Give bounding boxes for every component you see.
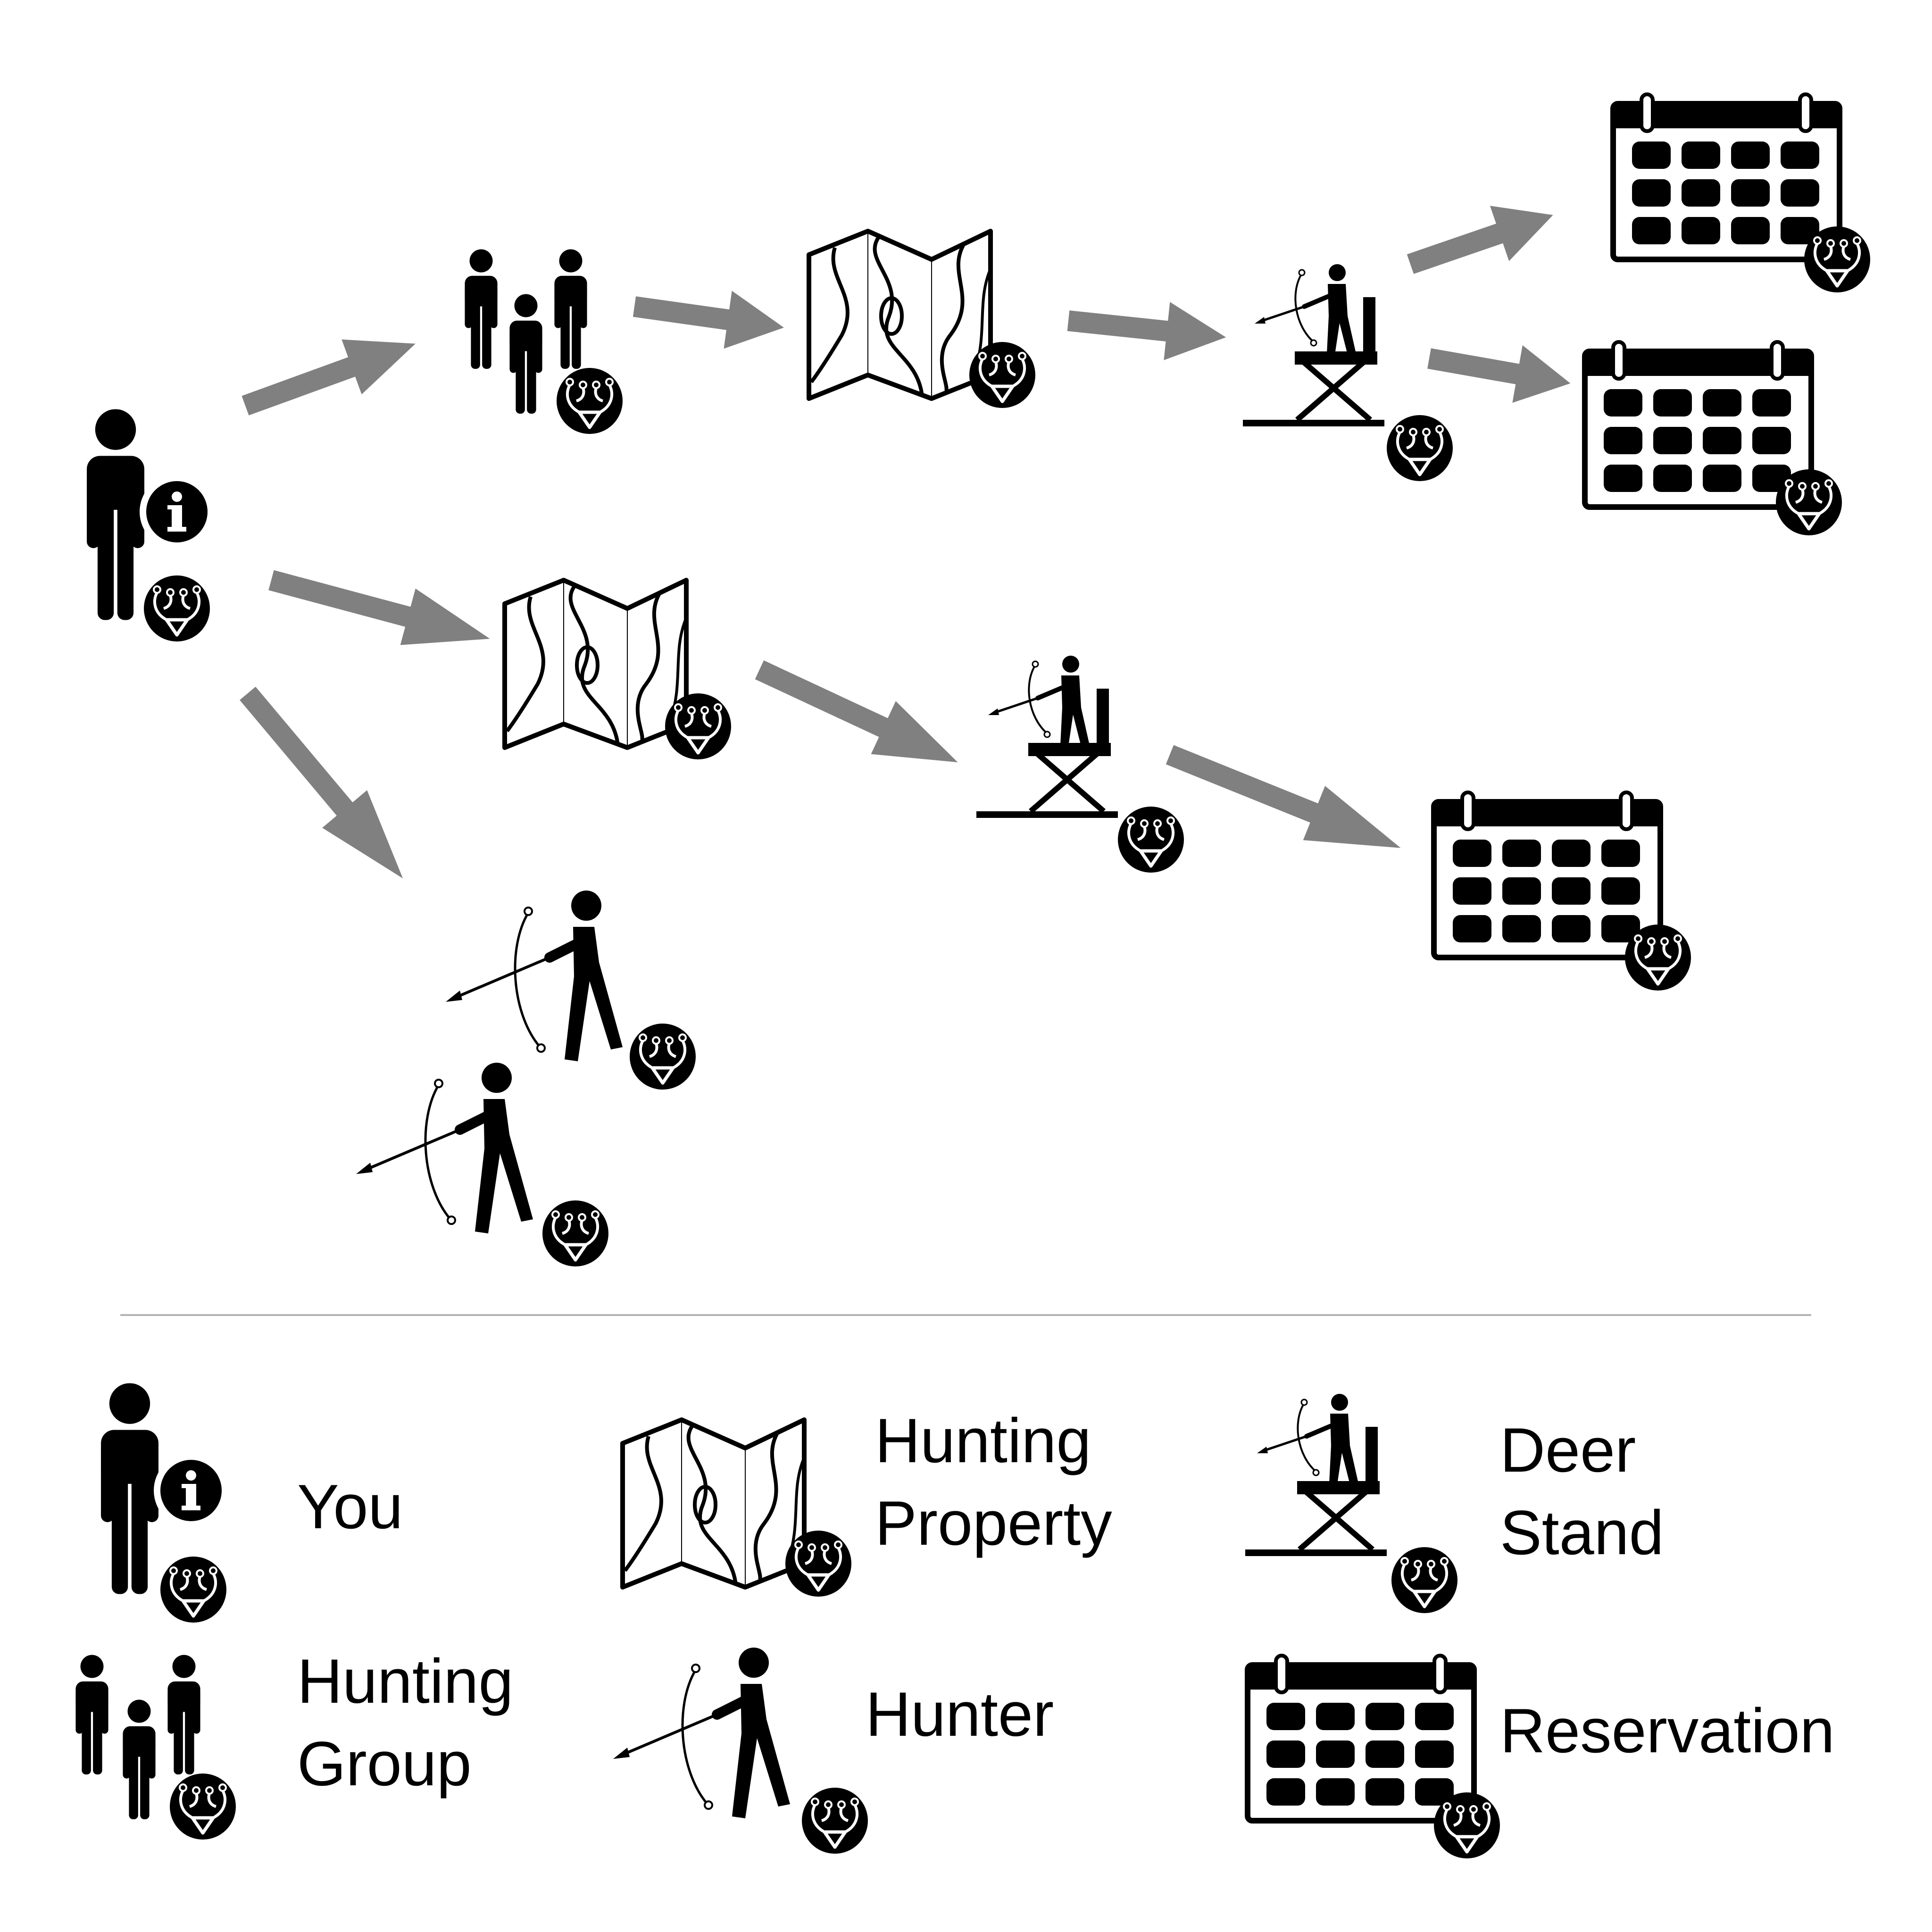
arrow-you-to-group (235, 316, 426, 433)
deer-badge-icon (1391, 1547, 1457, 1613)
arrow-stand-to-reservation-3 (1158, 727, 1412, 875)
legend-hunting-property: Hunting Property (623, 1406, 1112, 1597)
legend-label-hunting-group-2: Group (297, 1729, 472, 1799)
legend-label-hunting-group-1: Hunting (297, 1647, 513, 1716)
archer-icon (356, 1063, 533, 1233)
map-icon (505, 580, 686, 748)
legend-label-deer-stand-1: Deer (1500, 1416, 1636, 1485)
person-icon (167, 1655, 200, 1774)
deer-badge-icon (1118, 807, 1184, 873)
person-icon (101, 1383, 158, 1594)
arrow-group-to-property (630, 277, 788, 357)
node-hunting-property-2 (505, 580, 731, 759)
arrow-you-to-property (263, 552, 498, 667)
person-icon (554, 249, 587, 369)
deer-badge-icon (1387, 415, 1453, 481)
node-reservation-3 (1434, 792, 1691, 991)
deer-stand-icon (976, 656, 1118, 818)
deer-badge-icon (802, 1788, 868, 1854)
person-icon (123, 1699, 156, 1819)
legend-deer-stand: Deer Stand (1245, 1394, 1664, 1613)
deer-badge-icon (557, 368, 623, 434)
node-hunting-group (465, 249, 623, 434)
deer-badge-icon (144, 575, 210, 641)
deer-badge-icon (785, 1531, 851, 1597)
arrow-property-to-stand-2 (747, 643, 970, 789)
calendar-icon (1613, 94, 1840, 259)
info-icon (157, 1457, 225, 1524)
info-icon (143, 478, 211, 546)
arrow-stand-to-reservation-2 (1424, 329, 1576, 412)
person-icon (509, 294, 542, 414)
legend: You Hunting Property Deer Stand Hunting … (75, 1383, 1835, 1858)
node-hunter-2 (356, 1063, 608, 1266)
legend-hunting-group: Hunting Group (75, 1647, 513, 1840)
person-icon (465, 249, 498, 369)
legend-label-reservation: Reservation (1500, 1696, 1835, 1766)
legend-label-you: You (297, 1472, 403, 1542)
deer-badge-icon (1804, 226, 1870, 292)
deer-badge-icon (1776, 469, 1842, 535)
legend-label-hunter: Hunter (866, 1680, 1054, 1749)
deer-badge-icon (1434, 1792, 1500, 1858)
deer-badge-icon (969, 342, 1035, 408)
deer-badge-icon (1625, 924, 1691, 991)
node-reservation-2 (1585, 342, 1842, 535)
legend-you: You (101, 1383, 403, 1623)
deer-badge-icon (542, 1200, 608, 1266)
legend-label-hunting-property-1: Hunting (875, 1406, 1091, 1476)
map-icon (623, 1420, 804, 1587)
node-hunting-property-1 (809, 231, 1035, 408)
deer-badge-icon (170, 1774, 236, 1840)
person-icon (87, 409, 144, 620)
node-you (87, 409, 211, 641)
calendar-icon (1434, 792, 1660, 958)
deer-stand-icon (1245, 1394, 1387, 1556)
legend-label-hunting-property-2: Property (875, 1489, 1112, 1558)
legend-label-deer-stand-2: Stand (1500, 1498, 1664, 1568)
arrow-property-to-stand (1065, 291, 1229, 366)
map-icon (809, 231, 991, 399)
arrow-you-to-hunter (225, 675, 425, 898)
node-reservation-1 (1613, 94, 1870, 292)
deer-badge-icon (630, 1024, 696, 1090)
legend-hunter: Hunter (613, 1648, 1054, 1854)
legend-reservation: Reservation (1248, 1656, 1835, 1858)
deer-badge-icon (665, 693, 731, 759)
archer-icon (613, 1648, 790, 1818)
calendar-icon (1248, 1656, 1474, 1821)
arrow-stand-to-reservation-1 (1400, 187, 1563, 292)
deer-stand-icon (1243, 264, 1384, 426)
archer-icon (446, 891, 623, 1061)
node-deer-stand-2 (976, 656, 1184, 873)
person-icon (75, 1655, 108, 1774)
node-hunter-1 (446, 891, 696, 1090)
calendar-icon (1585, 342, 1811, 507)
deer-badge-icon (160, 1557, 226, 1623)
node-deer-stand-1 (1243, 264, 1453, 481)
